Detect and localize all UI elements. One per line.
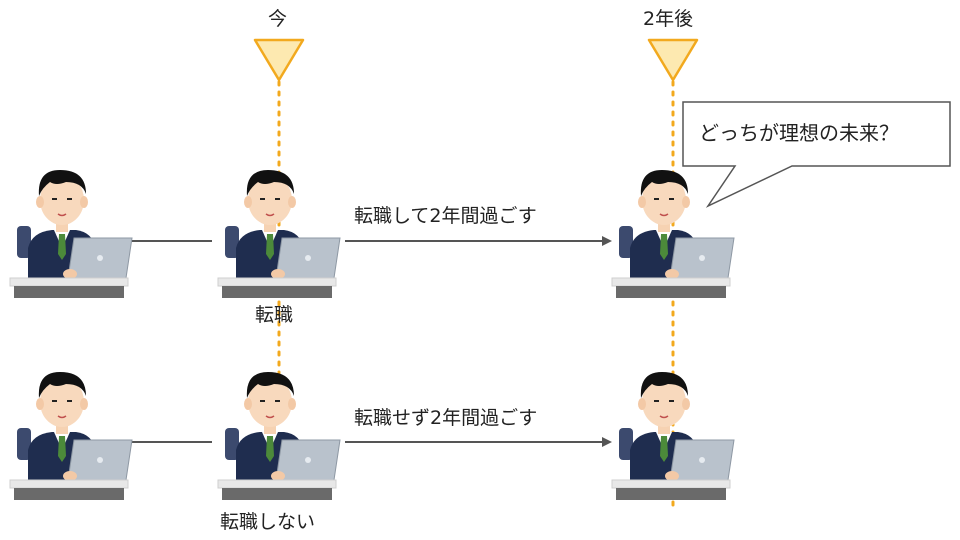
worker-row2-future xyxy=(611,371,735,501)
branch-label-row1: 転職 xyxy=(255,304,294,326)
marker-two-years-label: 2年後 xyxy=(643,8,694,30)
branch-label-row2: 転職しない xyxy=(220,511,316,533)
marker-now-triangle xyxy=(253,38,305,82)
worker-row1-future xyxy=(611,169,735,299)
arrow-label-row2: 転職せず2年間過ごす xyxy=(354,407,538,429)
worker-row2-now xyxy=(217,371,341,501)
arrow-label-row1: 転職して2年間過ごす xyxy=(354,205,537,227)
bubble-text: どっちが理想の未来？ xyxy=(699,121,899,145)
marker-two-years-triangle xyxy=(647,38,699,82)
worker-row1-past xyxy=(9,169,133,299)
speech-bubble xyxy=(682,101,951,208)
marker-now-label: 今 xyxy=(268,8,288,30)
worker-row1-now xyxy=(217,169,341,299)
worker-row2-past xyxy=(9,371,133,501)
